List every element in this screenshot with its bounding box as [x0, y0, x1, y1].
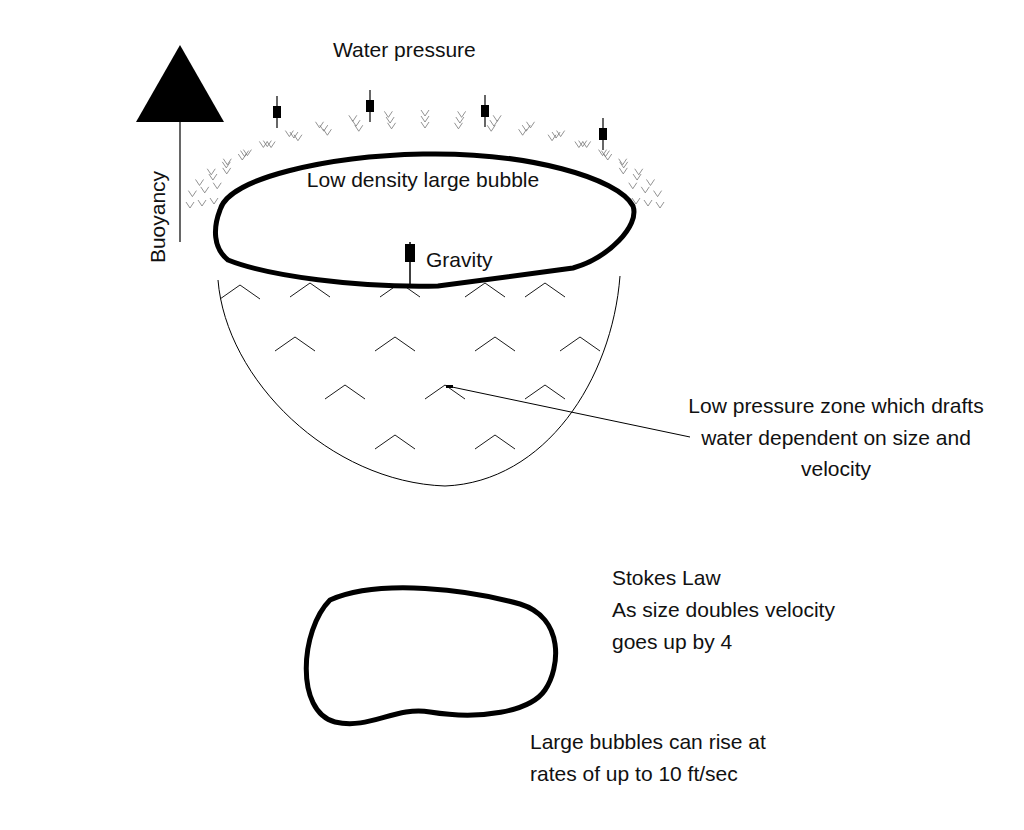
texture-mark: [213, 183, 221, 189]
texture-mark: [186, 202, 194, 208]
wake-chevron: [475, 337, 515, 351]
texture-mark: [349, 115, 357, 121]
gravity-arrow-block: [405, 244, 415, 262]
texture-mark: [421, 122, 429, 128]
texture-mark: [454, 123, 462, 129]
texture-mark: [384, 111, 392, 117]
texture-mark: [201, 187, 209, 193]
texture-mark: [583, 141, 591, 147]
law-text: As size doubles velocity goes up by 4: [612, 594, 882, 657]
texture-mark: [188, 191, 196, 197]
buoyancy-shaft: [179, 122, 180, 242]
texture-mark: [285, 131, 293, 137]
wake-chevron: [275, 337, 315, 351]
note-text: Large bubbles can rise at rates of up to…: [530, 726, 780, 789]
texture-mark: [552, 132, 560, 138]
texture-mark: [644, 200, 652, 206]
wake-chevron: [425, 385, 465, 399]
texture-mark: [629, 183, 637, 189]
texture-mark: [198, 200, 206, 206]
texture-mark: [557, 131, 565, 137]
texture-mark: [458, 111, 466, 117]
texture-mark: [601, 151, 609, 157]
wake-chevron: [325, 385, 365, 399]
texture-mark: [388, 123, 396, 129]
texture-mark: [421, 110, 429, 116]
bubble-shape: Low density large bubbleGravity: [208, 148, 638, 290]
texture-mark: [654, 191, 662, 197]
wake-chevron: [375, 337, 415, 351]
texture-mark: [209, 174, 217, 180]
texture-mark: [421, 116, 429, 122]
wake-chevron: [475, 435, 515, 449]
texture-mark: [316, 122, 324, 128]
texture-mark: [222, 162, 230, 168]
wake-chevron: [375, 435, 415, 449]
texture-mark: [290, 132, 298, 138]
wake-chevron: [525, 283, 565, 297]
texture-mark: [635, 169, 643, 175]
texture-mark: [196, 179, 204, 185]
wake-chevron: [465, 283, 505, 297]
texture-mark: [456, 117, 464, 123]
callout-text: Low pressure zone which drafts water dep…: [676, 390, 996, 485]
force-label: Water pressure: [333, 34, 476, 66]
texture-mark: [527, 122, 535, 128]
texture-mark: [493, 115, 501, 121]
texture-mark: [641, 187, 649, 193]
texture-mark: [619, 168, 627, 174]
wake-chevron: [525, 385, 565, 399]
force-label: Buoyancy: [147, 171, 168, 263]
low-pressure-zone: [218, 276, 620, 486]
wake-chevron: [560, 337, 600, 351]
force-label: Gravity: [426, 246, 493, 273]
law-heading: Stokes Law: [612, 562, 721, 594]
texture-mark: [238, 154, 246, 160]
texture-mark: [207, 169, 215, 175]
rising-bubble: [306, 588, 555, 724]
wake-chevron: [290, 283, 330, 297]
wake-chevron: [220, 285, 260, 299]
texture-mark: [223, 168, 231, 174]
leader-line: [452, 387, 690, 437]
texture-mark: [620, 162, 628, 168]
wake-chevrons: [220, 283, 600, 449]
pressure-arrow-block: [599, 128, 607, 140]
bubble-label: Low density large bubble: [288, 166, 558, 193]
texture-mark: [604, 154, 612, 160]
texture-mark: [646, 179, 654, 185]
texture-mark: [259, 141, 267, 147]
leader-tick: [446, 385, 453, 388]
pressure-arrow-block: [481, 105, 489, 117]
texture-mark: [656, 202, 664, 208]
texture-mark: [386, 117, 394, 123]
pressure-arrows: [273, 90, 607, 150]
texture-mark: [241, 151, 249, 157]
buoyancy-arrowhead: [136, 45, 224, 122]
texture-mark: [633, 174, 641, 180]
texture-mark: [210, 198, 218, 204]
pressure-arrow-block: [273, 106, 281, 118]
bubble-outline-path: [215, 154, 633, 286]
pressure-arrow-block: [366, 100, 374, 112]
